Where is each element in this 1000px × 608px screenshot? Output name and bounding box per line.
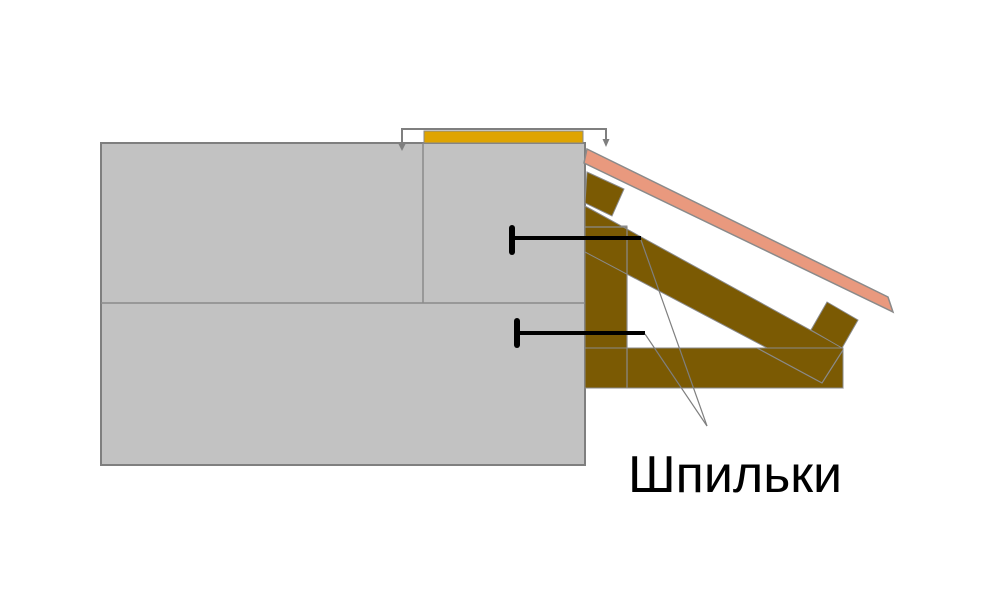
reference-bracket (401, 128, 607, 147)
bracket-arrow-left-icon (398, 144, 406, 151)
gold-cap-strip (423, 130, 584, 144)
roof-board (583, 147, 895, 314)
leader-line-lower (644, 333, 708, 427)
wood-batten-block (810, 301, 859, 349)
leader-line-upper (640, 239, 708, 427)
rafter-cut-outline (756, 347, 844, 384)
wall-block (100, 142, 586, 466)
bracket-arrow-right-icon (602, 139, 610, 147)
studs-label: Шпильки (628, 446, 842, 504)
wood-wedge (584, 171, 625, 217)
wood-wall-plate-beam (584, 347, 844, 389)
